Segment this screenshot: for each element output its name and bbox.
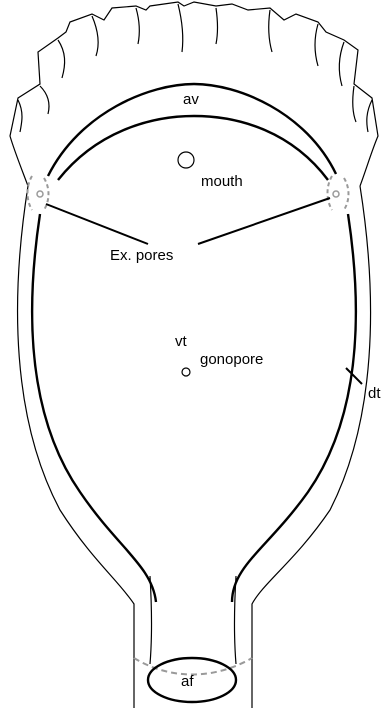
mouth-circle xyxy=(178,152,194,168)
oral-disc-inner xyxy=(58,116,328,180)
gonopore-circle xyxy=(182,368,190,376)
label-af: af xyxy=(181,673,194,690)
lobe-ridge-9 xyxy=(315,24,318,66)
excretory-pore-right xyxy=(328,176,349,210)
label-dt: dt xyxy=(368,385,381,402)
stalk-wall-left xyxy=(150,576,152,664)
lobe-ridge-3 xyxy=(58,40,65,78)
lobe-ridge-2 xyxy=(40,86,49,114)
label-vt: vt xyxy=(175,333,188,350)
label-ex-pores: Ex. pores xyxy=(110,247,173,264)
lobe-ridge-12 xyxy=(367,100,372,132)
lobe-ridge-11 xyxy=(353,86,356,122)
label-gonopore: gonopore xyxy=(200,351,263,368)
outer-body-wall xyxy=(18,186,371,708)
stalk-wall-right xyxy=(235,576,237,664)
label-mouth: mouth xyxy=(201,173,243,190)
ex-pores-leader-left xyxy=(46,204,148,244)
lobe-ridge-5 xyxy=(136,8,139,44)
lobe-ridge-7 xyxy=(216,8,218,44)
stalk xyxy=(150,576,236,664)
label-av: av xyxy=(183,91,199,108)
excretory-pore-left xyxy=(28,176,49,210)
ex-pores-leader-right xyxy=(198,198,330,244)
inner-wall-left xyxy=(32,214,156,602)
inner-body-wall xyxy=(32,214,356,602)
lobe-ridge-8 xyxy=(269,10,272,52)
inner-wall-right xyxy=(232,214,356,602)
lobe-ridge-10 xyxy=(339,42,344,86)
lobe-ridge-6 xyxy=(178,4,183,52)
lobe-ridge-1 xyxy=(18,100,22,132)
dt-leader xyxy=(346,368,362,384)
lobe-ridge-4 xyxy=(92,16,98,56)
